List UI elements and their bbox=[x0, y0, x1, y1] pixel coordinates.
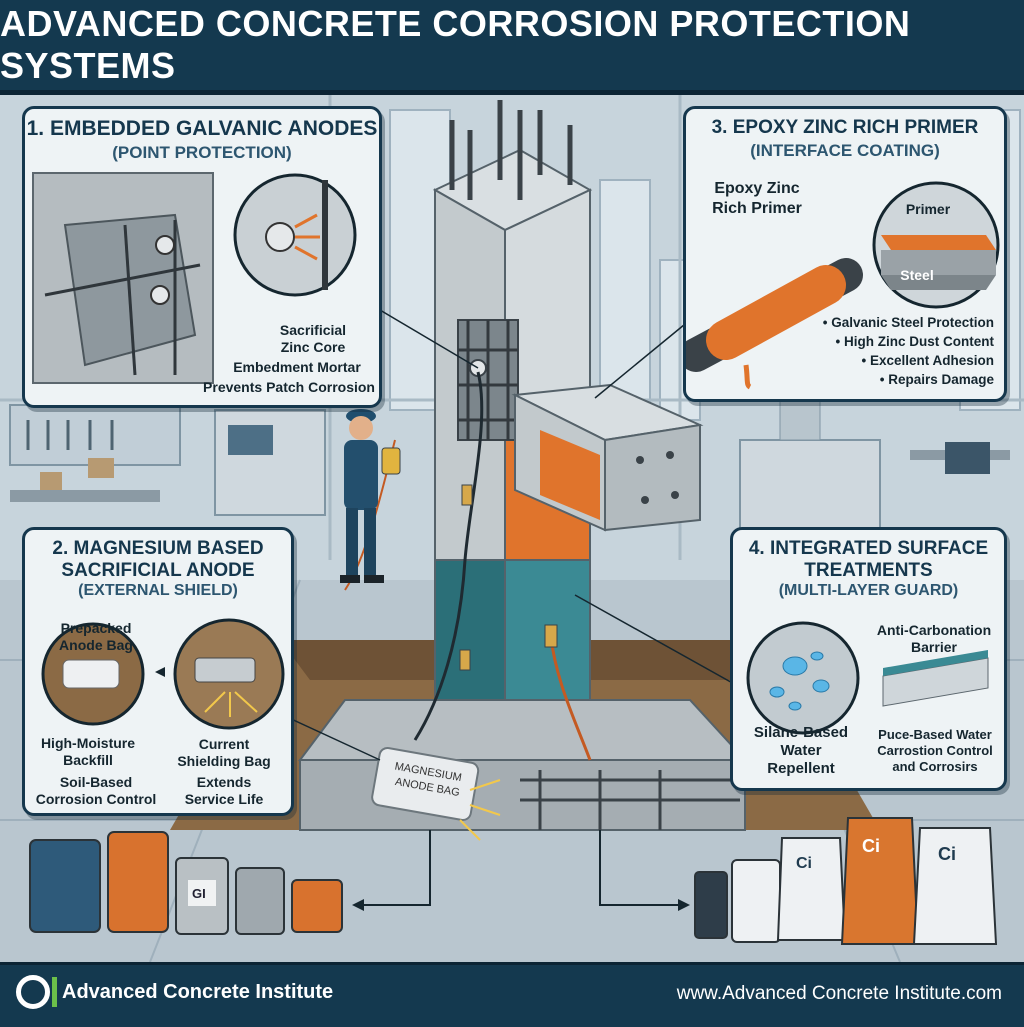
footer: Advanced Concrete Institute www.Advanced… bbox=[0, 962, 1024, 1027]
footer-brand: Advanced Concrete Institute bbox=[62, 981, 334, 1003]
epoxy-illustration bbox=[686, 181, 1000, 390]
surface-illustration bbox=[746, 621, 989, 735]
institute-logo-icon bbox=[16, 975, 50, 1009]
epoxy-bullet-list: • Galvanic Steel Protection • High Zinc … bbox=[794, 313, 994, 389]
epoxy-callout-line2: Rich Primer bbox=[712, 200, 802, 217]
surface-label-anti-2: Barrier bbox=[911, 639, 957, 655]
epoxy-bullet: • Galvanic Steel Protection bbox=[822, 315, 994, 330]
magnesium-label-soil-1: Soil-Based bbox=[59, 774, 133, 790]
product-mark-ci-1: Ci bbox=[796, 855, 812, 872]
product-mark-gi: GI bbox=[192, 886, 206, 901]
surface-label-puce-1: Puce-Based Water bbox=[878, 727, 992, 742]
galvanic-illustration bbox=[32, 172, 357, 384]
panel-surface-heading-2: TREATMENTS bbox=[804, 560, 933, 581]
galvanic-label-embedment-mortar: Embedment Mortar bbox=[233, 359, 361, 375]
magnesium-illustration bbox=[41, 618, 285, 730]
panel-magnesium-heading-2: SACRIFICIAL ANODE bbox=[61, 560, 255, 581]
panel-galvanic-heading: 1. EMBEDDED GALVANIC ANODES bbox=[26, 117, 378, 140]
galvanic-label-prevents-patch: Prevents Patch Corrosion bbox=[203, 379, 375, 395]
institute-logo-bar bbox=[52, 977, 57, 1007]
panel-surface-treatments: 4. INTEGRATED SURFACE TREATMENTS (MULTI-… bbox=[730, 527, 1007, 791]
magnesium-label-prepacked-2: Anode Bag bbox=[59, 637, 133, 653]
galvanic-label-zinc-core: Zinc Core bbox=[280, 339, 346, 355]
magnesium-label-current-1: Current bbox=[198, 736, 250, 752]
magnesium-label-backfill-2: Backfill bbox=[63, 752, 113, 768]
magnesium-label-backfill-1: High-Moisture bbox=[40, 735, 136, 751]
page-title: ADVANCED CONCRETE CORROSION PROTECTION S… bbox=[0, 3, 911, 86]
panel-epoxy-primer: 3. EPOXY ZINC RICH PRIMER (INTERFACE COA… bbox=[683, 106, 1007, 402]
magnesium-label-extends-2: Service Life bbox=[184, 791, 264, 807]
panel-surface-heading-1: 4. INTEGRATED SURFACE bbox=[748, 538, 989, 559]
magnesium-label-extends-1: Extends bbox=[196, 774, 252, 790]
panel-epoxy-subheading: (INTERFACE COATING) bbox=[750, 141, 940, 160]
surface-label-puce-3: and Corrosirs bbox=[892, 759, 978, 774]
panel-magnesium-heading-1: 2. MAGNESIUM BASED bbox=[52, 538, 264, 559]
panel-surface-subheading: (MULTI-LAYER GUARD) bbox=[778, 582, 959, 599]
panel-magnesium-anode: 2. MAGNESIUM BASED SACRIFICIAL ANODE (EX… bbox=[22, 527, 294, 816]
surface-label-silane-2: Water bbox=[780, 742, 822, 759]
panel-galvanic-subheading: (POINT PROTECTION) bbox=[112, 143, 292, 162]
epoxy-layer-primer: Primer bbox=[905, 201, 951, 217]
magnesium-label-prepacked-1: Prepacked bbox=[60, 620, 132, 636]
magnesium-label-current-2: Shielding Bag bbox=[177, 753, 271, 769]
galvanic-label-sacrificial: Sacrificial bbox=[279, 322, 347, 338]
surface-label-silane-3: Repellent bbox=[767, 760, 835, 777]
surface-label-anti-1: Anti-Carbonation bbox=[876, 622, 992, 638]
panel-epoxy-heading: 3. EPOXY ZINC RICH PRIMER bbox=[711, 117, 979, 138]
epoxy-layer-steel: Steel bbox=[900, 267, 934, 283]
title-bar: ADVANCED CONCRETE CORROSION PROTECTION S… bbox=[0, 0, 1024, 95]
epoxy-bullet: • Excellent Adhesion bbox=[861, 353, 994, 368]
product-mark-ci-3: Ci bbox=[938, 844, 956, 864]
epoxy-bullet: • High Zinc Dust Content bbox=[835, 334, 994, 349]
surface-label-puce-2: Carrostion Control bbox=[877, 743, 993, 758]
epoxy-callout-line1: Epoxy Zinc bbox=[714, 180, 800, 197]
footer-url-link[interactable]: www.Advanced Concrete Institute.com bbox=[676, 983, 1002, 1004]
surface-label-silane-1: Silane-Based bbox=[753, 724, 849, 741]
magnesium-label-soil-2: Corrosion Control bbox=[35, 791, 157, 807]
panel-galvanic-anodes: 1. EMBEDDED GALVANIC ANODES (POINT PROTE… bbox=[22, 106, 382, 408]
product-mark-ci-2: Ci bbox=[862, 836, 880, 856]
panel-magnesium-subheading: (EXTERNAL SHIELD) bbox=[78, 582, 238, 599]
epoxy-bullet: • Repairs Damage bbox=[879, 372, 994, 387]
